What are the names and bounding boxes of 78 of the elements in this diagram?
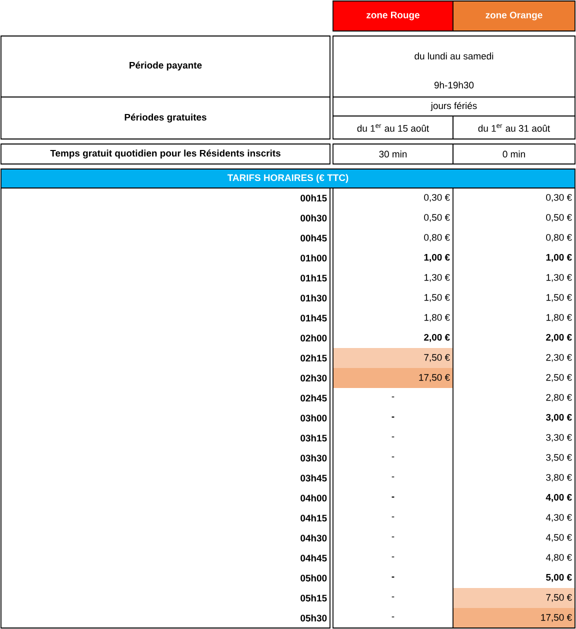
time-label: 05h15 [300,594,327,602]
price-text: 2,00 € [546,334,572,342]
highlighted-price-cell: 17,50 € [333,368,453,388]
price-text: 3,80 € [546,474,572,482]
price-text: - [392,596,394,598]
price-text: - [392,416,394,418]
price-text: 1,50 € [424,294,450,302]
price-text: 0,30 € [424,194,450,202]
price-text: 2,80 € [546,394,572,402]
time-label: 03h00 [300,414,327,422]
time-label: 02h45 [300,394,327,402]
table-cell: Période payante [0,36,330,98]
time-label: 01h45 [300,314,327,322]
price-text: - [392,536,394,538]
price-text: - [392,456,394,458]
price-text: 3,50 € [546,454,572,462]
time-label: 04h00 [300,494,327,502]
time-label: 04h15 [300,514,327,522]
table-header-bar: TARIFS HORAIRES (€ TTC) [0,168,576,188]
time-label: 05h00 [300,574,327,582]
price-text: 1,30 € [546,274,572,282]
price-text: 1,80 € [546,314,572,322]
time-label: 04h45 [300,554,327,562]
price-text: - [392,436,394,438]
table-cell: 30 min [332,144,454,164]
zone-header-cell: zone Orange [452,0,576,32]
time-label: 01h00 [300,254,327,262]
price-text: 1,50 € [546,294,572,302]
price-text: 4,80 € [546,554,572,562]
time-label: 04h30 [300,534,327,542]
table-cell: du lundi au samedi 9h-19h30 [332,36,576,98]
time-label: 02h15 [300,354,327,362]
price-text: 3,00 € [546,414,572,422]
time-label: 02h00 [300,334,327,342]
time-label: 01h30 [300,294,327,302]
price-text: 1,80 € [424,314,450,322]
time-label: 03h45 [300,474,327,482]
price-text: 2,30 € [546,354,572,362]
zone-header-cell: zone Rouge [332,0,454,32]
time-label: 05h30 [300,614,327,622]
price-text: - [392,576,394,578]
time-label: 00h30 [300,214,327,222]
time-label: 03h15 [300,434,327,442]
price-text: 1,00 € [546,254,572,262]
price-text: 3,30 € [546,434,572,442]
highlighted-price-cell: 7,50 € [333,348,453,368]
price-text: 4,50 € [546,534,572,542]
price-text: - [392,496,394,498]
time-label: 00h15 [300,194,327,202]
table-cell: 0 min [452,144,576,164]
price-text: - [392,616,394,618]
price-text: - [392,476,394,478]
table-cell: jours fériés [332,96,576,116]
price-text: 2,50 € [546,374,572,382]
time-label: 01h15 [300,274,327,282]
price-text: 4,00 € [546,494,572,502]
table-cell: du 1$^{er}$ au 31 août [452,116,576,140]
price-text: 2,00 € [424,334,450,342]
time-label: 02h30 [300,374,327,382]
highlighted-price-cell: 17,50 € [453,608,575,628]
table-cell: Temps gratuit quotidien pour les Résidents inscrits [0,144,330,164]
price-text: 0,50 € [424,214,450,222]
price-text: - [392,556,394,558]
price-text: 5,00 € [546,574,572,582]
time-label: 03h30 [300,454,327,462]
highlighted-price-cell: 7,50 € [453,588,575,608]
price-text: 0,30 € [546,194,572,202]
time-label: 00h45 [300,234,327,242]
price-text: 0,80 € [546,234,572,242]
price-text: 4,30 € [546,514,572,522]
price-text: 0,50 € [546,214,572,222]
price-text: 1,00 € [424,254,450,262]
table-cell: Périodes gratuites [0,96,330,140]
table-cell: du 1$^{er}$ au 15 août [332,116,454,140]
price-text: - [392,396,394,398]
price-text: 0,80 € [424,234,450,242]
price-text: - [392,516,394,518]
price-text: 1,30 € [424,274,450,282]
